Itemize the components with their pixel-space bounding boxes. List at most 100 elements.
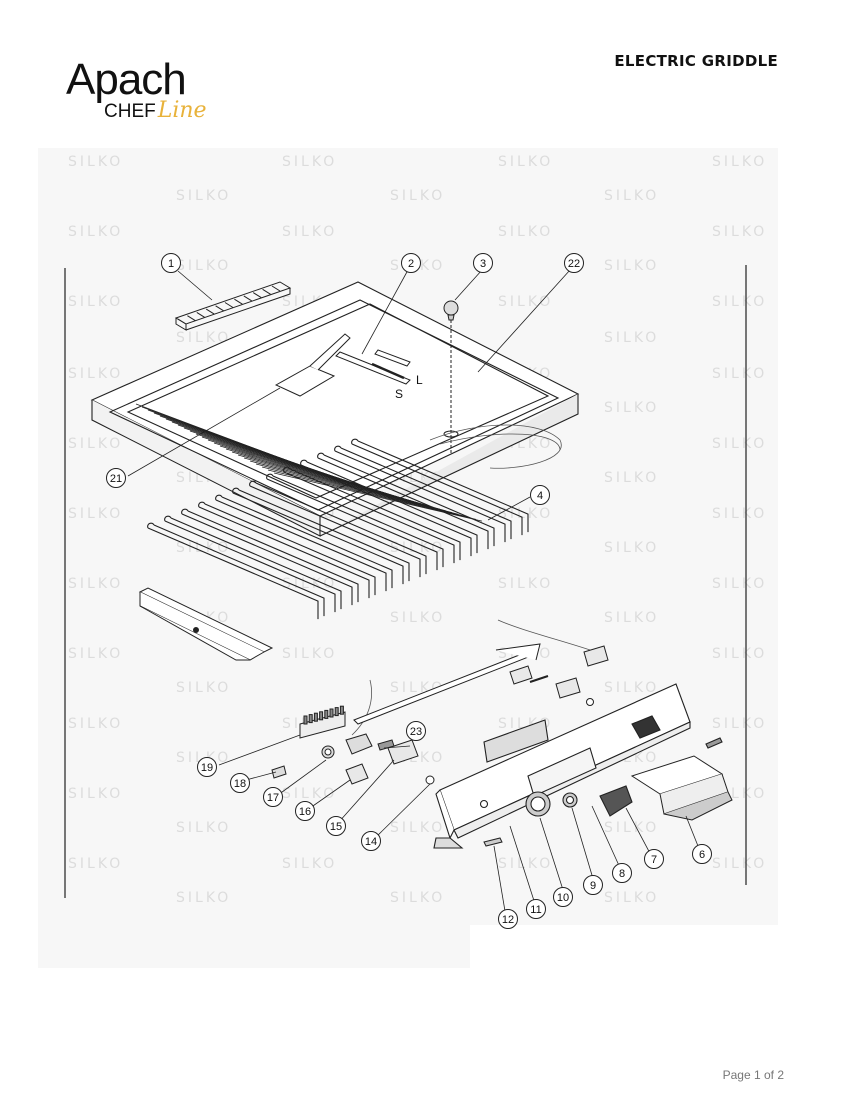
svg-text:18: 18 <box>234 778 246 790</box>
document-title: ELECTRIC GRIDDLE <box>614 52 778 70</box>
part-12-screw <box>483 837 503 847</box>
watermark-text: SILKO <box>498 506 553 522</box>
watermark-text: SILKO <box>176 540 231 556</box>
watermark-text: SILKO <box>498 294 553 310</box>
watermark-text: SILKO <box>176 188 231 204</box>
callout-leaders <box>127 269 701 918</box>
callout-2: 2 <box>401 253 421 273</box>
callout-21: 21 <box>106 468 126 488</box>
watermark-text: SILKO <box>282 786 337 802</box>
part-4-heating-elements <box>147 438 529 620</box>
watermark-text: SILKO <box>68 366 123 382</box>
brand-sub: CHEF <box>104 101 156 122</box>
watermark-text: SILKO <box>498 856 553 872</box>
watermark-text: SILKO <box>282 856 337 872</box>
part-6-drip-tray <box>630 755 733 821</box>
watermark-text: SILKO <box>712 154 767 170</box>
brand-logo: Apach CHEFLine <box>66 58 226 128</box>
watermark-text: SILKO <box>390 188 445 204</box>
svg-text:7: 7 <box>651 854 657 866</box>
watermark-text: SILKO <box>68 294 123 310</box>
svg-text:1: 1 <box>168 258 174 270</box>
callout-17: 17 <box>263 787 283 807</box>
watermark-text: SILKO <box>498 154 553 170</box>
watermark-text: SILKO <box>68 786 123 802</box>
svg-text:2: 2 <box>408 258 414 270</box>
watermark-text: SILKO <box>604 820 659 836</box>
callout-19: 19 <box>197 757 217 777</box>
svg-text:15: 15 <box>330 821 342 833</box>
watermark-text: SILKO <box>176 680 231 696</box>
svg-text:21: 21 <box>110 473 122 485</box>
callout-23: 23 <box>406 721 426 741</box>
watermark-text: SILKO <box>390 820 445 836</box>
watermark-text: SILKO <box>604 890 659 906</box>
watermark-text: SILKO <box>176 330 231 346</box>
wiring <box>351 424 591 736</box>
callout-10: 10 <box>553 887 573 907</box>
watermark-text: SILKO <box>498 576 553 592</box>
svg-text:12: 12 <box>502 914 514 926</box>
watermark-text: SILKO <box>712 646 767 662</box>
svg-text:10: 10 <box>557 892 569 904</box>
svg-text:17: 17 <box>267 792 279 804</box>
svg-text:11: 11 <box>530 904 541 916</box>
watermark-text: SILKO <box>712 294 767 310</box>
watermark-text: SILKO <box>712 506 767 522</box>
svg-text:16: 16 <box>299 806 311 818</box>
front-control-panel <box>433 683 723 849</box>
watermark-text: SILKO <box>712 366 767 382</box>
brand-script: Line <box>157 98 207 123</box>
watermark-text: SILKO <box>176 258 231 274</box>
watermark-text: SILKO <box>604 540 659 556</box>
callout-4: 4 <box>530 485 550 505</box>
callout-3: 3 <box>473 253 493 273</box>
watermark-text: SILKO <box>176 820 231 836</box>
watermark-text: SILKO <box>604 680 659 696</box>
watermark-text: SILKO <box>604 188 659 204</box>
page-number: Page 1 of 2 <box>722 1068 784 1082</box>
callout-12: 12 <box>498 909 518 929</box>
watermark-text: SILKO <box>68 224 123 240</box>
callout-22: 22 <box>564 253 584 273</box>
control-rail <box>353 643 541 725</box>
watermark-text: SILKO <box>176 890 231 906</box>
part-1-grid <box>174 281 292 331</box>
svg-text:23: 23 <box>410 726 422 738</box>
watermark-text: SILKO <box>68 856 123 872</box>
watermark-text: SILKO <box>282 646 337 662</box>
watermark-text: SILKO <box>390 890 445 906</box>
callout-14: 14 <box>361 831 381 851</box>
svg-text:19: 19 <box>201 762 213 774</box>
callout-9: 9 <box>583 875 603 895</box>
callout-11: 11 <box>526 899 546 919</box>
watermark-text: SILKO <box>68 506 123 522</box>
part-21-scraper <box>274 333 351 397</box>
svg-text:14: 14 <box>365 836 377 848</box>
callout-15: 15 <box>326 816 346 836</box>
watermark-text: SILKO <box>712 576 767 592</box>
diagram-background <box>38 148 778 968</box>
watermark-text: SILKO <box>68 154 123 170</box>
callout-1: 1 <box>161 253 181 273</box>
svg-text:6: 6 <box>699 849 705 861</box>
part-15-16-17-switches <box>271 645 609 785</box>
watermark-text: SILKO <box>604 400 659 416</box>
watermark-text: SILKO <box>712 224 767 240</box>
svg-text:9: 9 <box>590 880 596 892</box>
brand-name: Apach <box>66 55 187 104</box>
callout-18: 18 <box>230 773 250 793</box>
svg-text:22: 22 <box>568 258 580 270</box>
callout-6: 6 <box>692 844 712 864</box>
watermark-text: SILKO <box>712 436 767 452</box>
watermark-text: SILKO <box>712 856 767 872</box>
watermark-text: SILKO <box>282 154 337 170</box>
watermark-text: SILKO <box>68 716 123 732</box>
callout-16: 16 <box>295 801 315 821</box>
watermark-text: SILKO <box>498 224 553 240</box>
watermark-text: SILKO <box>712 716 767 732</box>
svg-text:3: 3 <box>480 258 486 270</box>
diagram-background-cut <box>470 925 780 975</box>
